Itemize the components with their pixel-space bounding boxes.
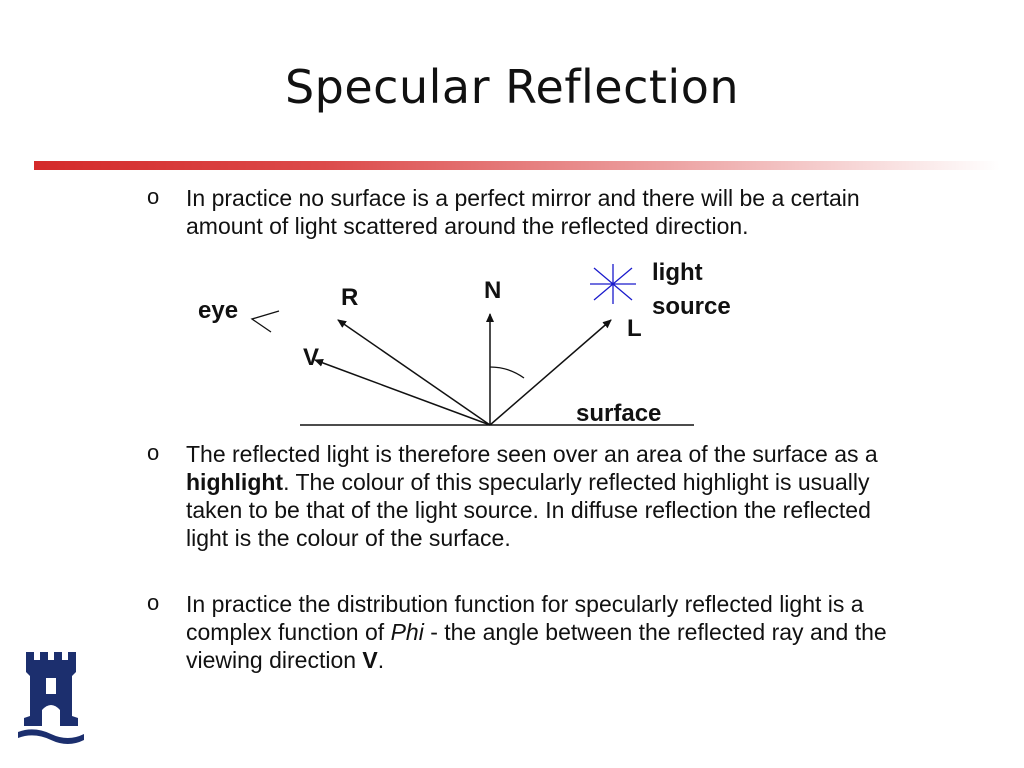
bullet-2-text: The reflected light is therefore seen ov…: [186, 440, 916, 552]
bullet-3-text: In practice the distribution function fo…: [186, 590, 916, 674]
bullet-3-part-a: In practice the distribution function fo…: [186, 591, 864, 645]
bullet-1-text: In practice no surface is a perfect mirr…: [186, 185, 860, 239]
light-source-label-line2: source: [652, 293, 731, 320]
incidence-angle-arc: [489, 366, 525, 379]
n-label: N: [484, 277, 501, 304]
title-divider: [34, 161, 1000, 170]
bullet-3-part-c: - the angle between the reflected ray an…: [186, 619, 887, 673]
bullet-marker-1: o: [147, 184, 160, 209]
bullet-2-highlight-term: highlight: [186, 469, 284, 495]
l-label: L: [627, 315, 642, 342]
bullet-2: The reflected light is therefore seen ov…: [186, 440, 916, 552]
bullet-3: In practice the distribution function fo…: [186, 590, 916, 674]
light-source-icon: [590, 264, 636, 304]
bullet-2-part-a: The reflected light is therefore seen ov…: [186, 441, 878, 467]
reflection-vector-arrow: [337, 319, 491, 426]
eye-label: eye: [198, 297, 238, 324]
bullet-3-v-term: V: [362, 647, 378, 673]
bullet-marker-3: o: [147, 590, 160, 615]
university-castle-logo-icon: [18, 652, 84, 744]
bullet-1: In practice no surface is a perfect mirr…: [186, 184, 916, 240]
bullet-2-part-c: . The colour of this specularly reflecte…: [186, 469, 871, 551]
v-label: V: [303, 344, 319, 371]
surface-label: surface: [576, 400, 661, 427]
eye-icon: [250, 310, 280, 333]
slide-title: Specular Reflection: [284, 60, 740, 114]
r-label: R: [341, 284, 358, 311]
light-vector-arrow: [489, 319, 612, 426]
bullet-3-phi-term: Phi: [390, 619, 424, 645]
view-vector-arrow: [314, 359, 491, 426]
bullet-3-part-e: .: [377, 647, 385, 673]
bullet-marker-2: o: [147, 440, 160, 465]
light-source-label-line1: light: [652, 259, 703, 286]
